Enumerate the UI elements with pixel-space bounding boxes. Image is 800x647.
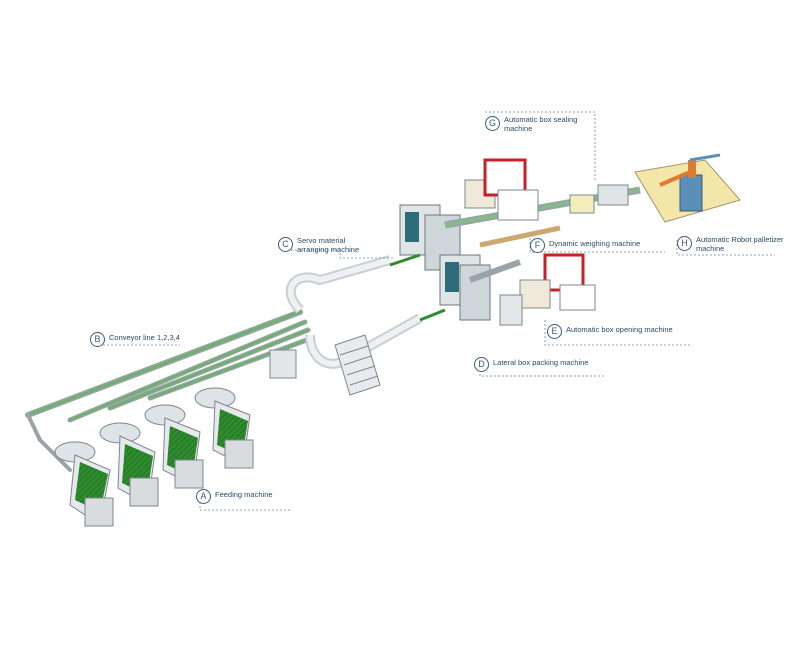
stair-platform <box>334 334 381 396</box>
callout-c-badge: C <box>278 237 293 252</box>
feeding-machine-4 <box>194 387 254 469</box>
callout-e: E Automatic box opening machine <box>547 324 673 339</box>
callout-b-label: Conveyor line 1,2,3,4 <box>109 333 180 342</box>
callout-b-badge: B <box>90 332 105 347</box>
box-opening-machine <box>499 253 596 326</box>
callout-d-label: Lateral box packing machine <box>493 358 589 367</box>
callout-g-label: Automatic box sealing machine <box>504 115 578 133</box>
weighing-machine <box>569 184 629 214</box>
callout-c-label: Servo material arranging machine <box>297 236 360 254</box>
callout-a-label: Feeding machine <box>215 490 273 499</box>
callout-f: F Dynamic weighing machine <box>530 238 640 253</box>
feeding-machine-1 <box>54 441 114 527</box>
callout-h-badge: H <box>677 236 692 251</box>
callout-e-label: Automatic box opening machine <box>566 325 673 334</box>
robot-palletizer <box>634 153 741 223</box>
callout-f-badge: F <box>530 238 545 253</box>
callout-a-badge: A <box>196 489 211 504</box>
callout-h-label: Automatic Robot palletizer machine <box>696 235 784 253</box>
control-cabinet <box>269 349 297 379</box>
callout-h: H Automatic Robot palletizer machine <box>677 235 784 253</box>
box-sealing-machine <box>464 158 539 221</box>
feeding-machines <box>54 387 254 527</box>
callout-b: B Conveyor line 1,2,3,4 <box>90 332 180 347</box>
callout-e-badge: E <box>547 324 562 339</box>
callout-c: C Servo material arranging machine <box>278 236 360 254</box>
feeding-machine-2 <box>99 422 159 507</box>
callout-f-label: Dynamic weighing machine <box>549 239 641 248</box>
feeding-machine-3 <box>144 404 204 489</box>
callout-d: D Lateral box packing machine <box>474 357 588 372</box>
callout-g: G Automatic box sealing machine <box>485 115 578 133</box>
callout-a: A Feeding machine <box>196 489 273 504</box>
conveyor-lines <box>25 309 315 472</box>
callout-g-badge: G <box>485 116 500 131</box>
callout-d-badge: D <box>474 357 489 372</box>
